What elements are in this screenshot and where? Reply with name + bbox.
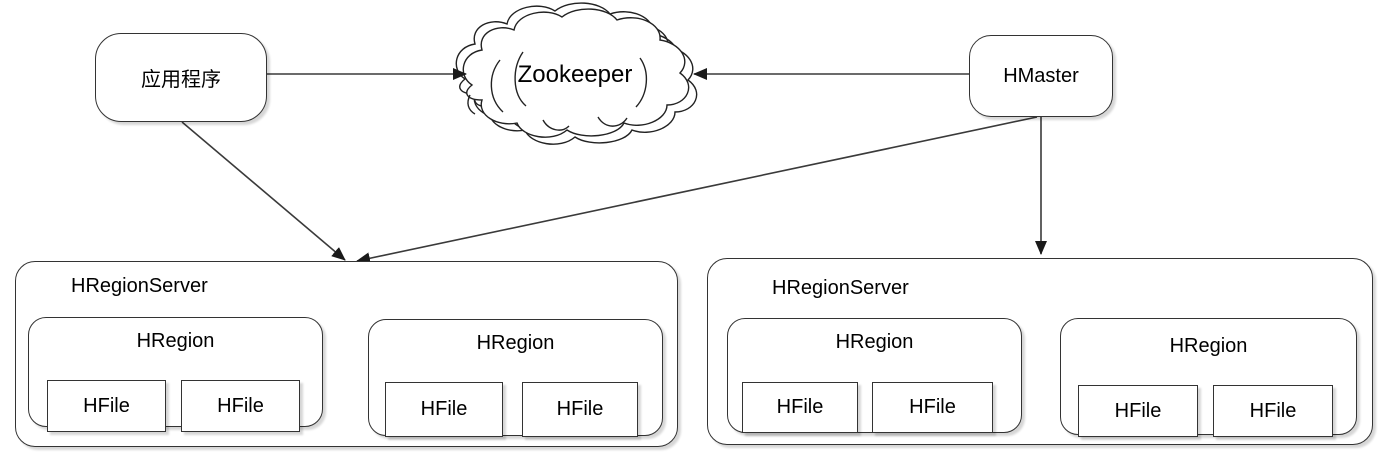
application-label: 应用程序 bbox=[141, 69, 221, 91]
hfile-left-2a: HFile bbox=[385, 382, 503, 437]
hregion-left-2-label: HRegion bbox=[476, 332, 555, 354]
hregion-right-1-label: HRegion bbox=[835, 331, 914, 353]
hfile-label: HFile bbox=[1114, 399, 1162, 422]
hmaster-node: HMaster bbox=[969, 35, 1113, 117]
application-node: 应用程序 bbox=[95, 33, 267, 122]
hfile-right-1a: HFile bbox=[742, 382, 858, 433]
hfile-label: HFile bbox=[1249, 399, 1297, 422]
hregion-right-2-label: HRegion bbox=[1169, 335, 1248, 357]
hfile-left-1b: HFile bbox=[181, 380, 300, 432]
hfile-label: HFile bbox=[420, 398, 468, 420]
hfile-label: HFile bbox=[83, 394, 130, 417]
hmaster-label: HMaster bbox=[1003, 64, 1079, 87]
arrow-app-to-left-regionserver bbox=[181, 121, 346, 261]
hfile-right-1b: HFile bbox=[872, 382, 993, 433]
hfile-label: HFile bbox=[217, 394, 264, 417]
hfile-left-1a: HFile bbox=[47, 380, 166, 432]
arrow-hmaster-to-left-regionserver bbox=[356, 116, 1038, 265]
hfile-label: HFile bbox=[556, 398, 604, 420]
regionserver-left-label: HRegionServer bbox=[71, 275, 208, 297]
hfile-label: HFile bbox=[909, 396, 956, 418]
zookeeper-label: Zookeeper bbox=[517, 61, 633, 88]
hfile-label: HFile bbox=[776, 396, 824, 418]
hfile-right-2b: HFile bbox=[1213, 385, 1333, 437]
hfile-left-2b: HFile bbox=[522, 382, 638, 437]
regionserver-right-label: HRegionServer bbox=[772, 277, 909, 299]
hregion-left-1-label: HRegion bbox=[136, 330, 215, 352]
hfile-right-2a: HFile bbox=[1078, 385, 1198, 437]
